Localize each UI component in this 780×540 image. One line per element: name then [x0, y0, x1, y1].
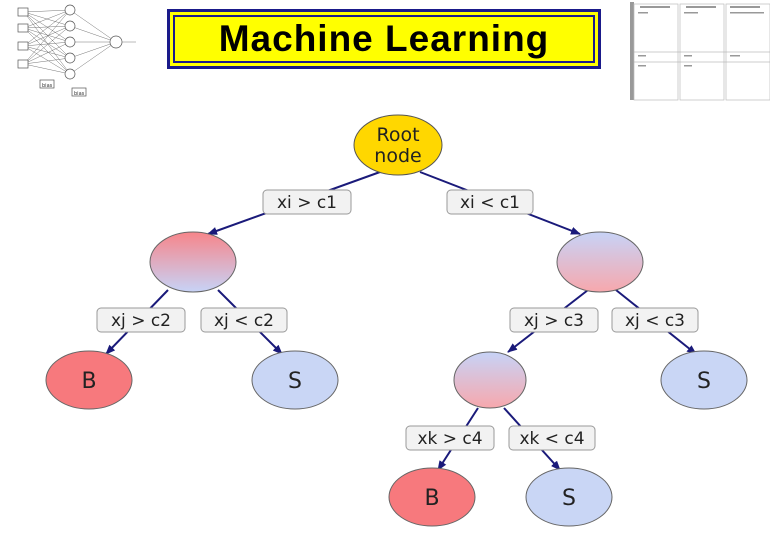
leaf-label: S — [562, 486, 576, 511]
split-label: xj > c2 — [96, 307, 186, 333]
title-banner: Machine Learning — [167, 9, 601, 69]
leaf-node-b — [45, 350, 133, 410]
root-node-label: node — [374, 145, 421, 167]
leaf-node-s — [525, 467, 613, 527]
svg-text:xi < c1: xi < c1 — [460, 193, 520, 213]
leaf-label: B — [424, 486, 439, 511]
split-label: xi > c1 — [262, 189, 352, 215]
table-thumbnail — [630, 2, 770, 101]
split-label: xj < c3 — [611, 307, 699, 333]
svg-text:xk > c4: xk > c4 — [417, 429, 482, 449]
svg-text:xk < c4: xk < c4 — [519, 429, 584, 449]
internal-node — [149, 231, 237, 293]
svg-text:xj < c2: xj < c2 — [214, 311, 274, 331]
root-node — [353, 114, 443, 176]
internal-node — [453, 351, 527, 409]
split-label: xi < c1 — [446, 189, 534, 215]
leaf-label: S — [697, 369, 711, 394]
bias-label: bias — [74, 91, 85, 97]
leaf-label: B — [81, 369, 96, 394]
leaf-node-s — [660, 350, 748, 410]
bias-label: bias — [42, 83, 53, 89]
split-label: xk < c4 — [508, 425, 596, 451]
svg-text:xj > c3: xj > c3 — [524, 311, 584, 331]
internal-node — [556, 231, 644, 293]
leaf-node-b — [388, 467, 476, 527]
page-title: Machine Learning — [218, 18, 550, 59]
svg-text:xj > c2: xj > c2 — [111, 311, 171, 331]
split-label: xj < c2 — [200, 307, 288, 333]
neural-network-thumbnail: bias bias — [17, 4, 136, 97]
svg-text:xj < c3: xj < c3 — [625, 311, 685, 331]
split-label: xj > c3 — [509, 307, 599, 333]
leaf-label: S — [288, 369, 302, 394]
svg-text:xi > c1: xi > c1 — [277, 193, 337, 213]
split-label: xk > c4 — [405, 425, 495, 451]
leaf-node-s — [251, 350, 339, 410]
root-node-label: Root — [376, 124, 419, 146]
